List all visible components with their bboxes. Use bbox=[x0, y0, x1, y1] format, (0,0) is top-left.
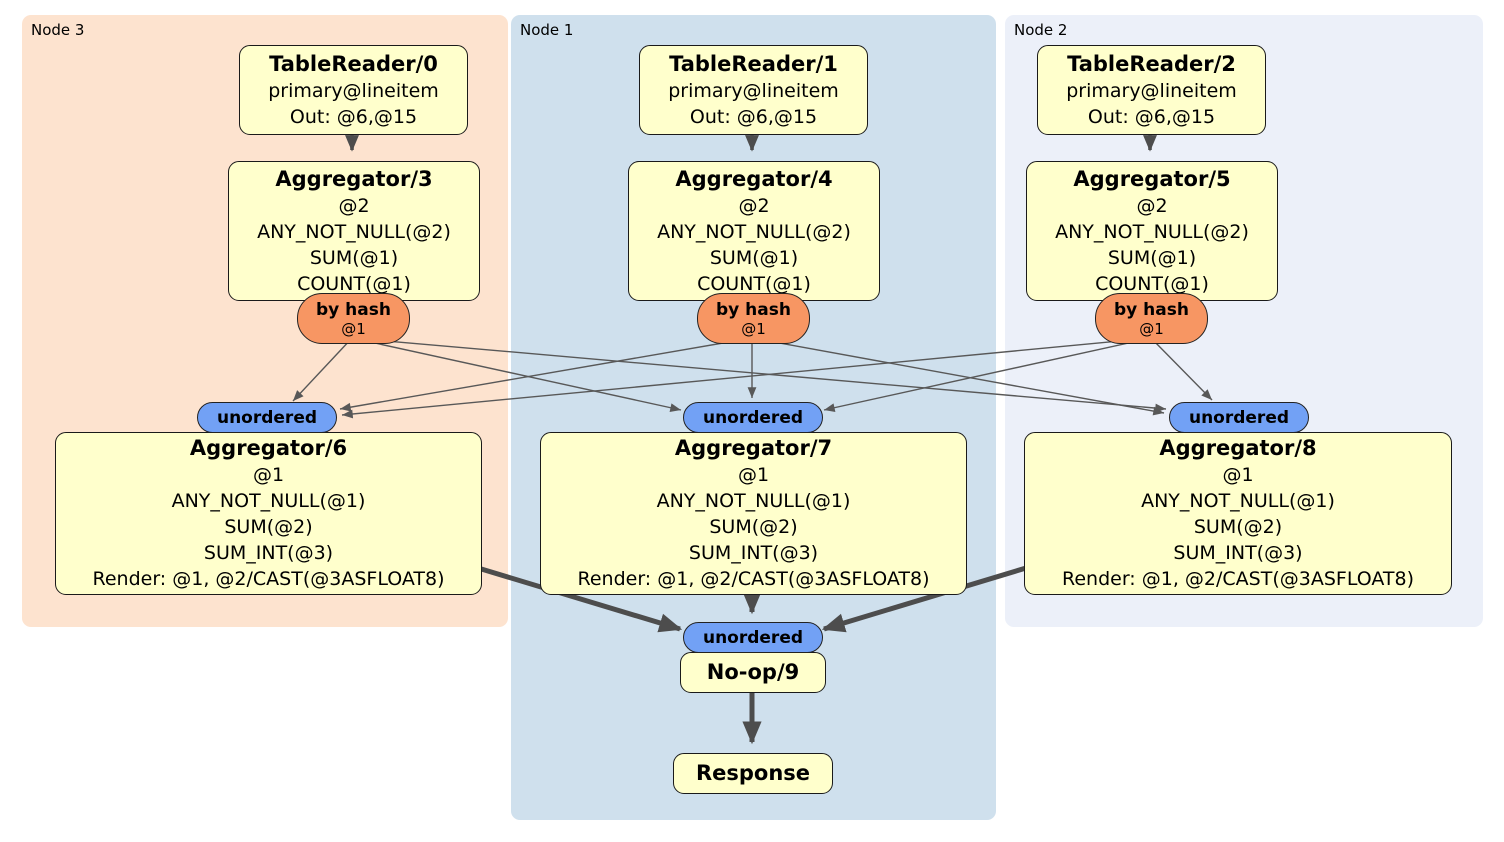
processor-detail: SUM(@2) bbox=[1193, 516, 1283, 538]
processor-aggregator-5: Aggregator/5 @2 ANY_NOT_NULL(@2) SUM(@1)… bbox=[1026, 161, 1278, 301]
processor-detail: @1 bbox=[737, 464, 770, 486]
processor-detail: primary@lineitem bbox=[668, 79, 839, 102]
processor-aggregator-3: Aggregator/3 @2 ANY_NOT_NULL(@2) SUM(@1)… bbox=[228, 161, 480, 301]
processor-title: TableReader/1 bbox=[669, 51, 838, 76]
processor-detail: Out: @6,@15 bbox=[1087, 105, 1216, 128]
processor-title: TableReader/0 bbox=[269, 51, 438, 76]
group-node-3-label: Node 3 bbox=[31, 21, 85, 39]
processor-detail: Render: @1, @2/CAST(@3ASFLOAT8) bbox=[92, 568, 445, 590]
processor-detail: Out: @6,@15 bbox=[689, 105, 818, 128]
edge-byhash5-unordered-left bbox=[341, 337, 1152, 419]
processor-detail: Render: @1, @2/CAST(@3ASFLOAT8) bbox=[577, 568, 930, 590]
processor-detail: SUM(@2) bbox=[224, 516, 313, 538]
processor-detail: Out: @6,@15 bbox=[289, 105, 418, 128]
sync-label: unordered bbox=[216, 407, 318, 428]
sync-unordered-right: unordered bbox=[1169, 402, 1309, 433]
processor-detail: ANY_NOT_NULL(@1) bbox=[1141, 490, 1335, 512]
processor-detail: SUM_INT(@3) bbox=[203, 542, 334, 564]
processor-detail: @1 bbox=[1222, 464, 1254, 486]
processor-detail: SUM(@1) bbox=[309, 246, 399, 269]
processor-detail: SUM(@1) bbox=[1107, 246, 1197, 269]
router-by-hash-left: by hash @1 bbox=[297, 293, 410, 344]
processor-detail: primary@lineitem bbox=[1066, 79, 1237, 102]
processor-detail: @2 bbox=[338, 194, 370, 217]
processor-detail: SUM(@2) bbox=[709, 516, 798, 538]
processor-title: Aggregator/8 bbox=[1159, 436, 1317, 460]
sync-unordered-final: unordered bbox=[683, 622, 823, 653]
edge-aggregator8-unordered-final bbox=[821, 565, 1027, 633]
hash-mesh-edges bbox=[292, 337, 1213, 419]
group-node-1-label: Node 1 bbox=[520, 21, 574, 39]
processor-title: Aggregator/3 bbox=[275, 166, 433, 191]
sync-unordered-left: unordered bbox=[197, 402, 337, 433]
router-detail: @1 bbox=[1139, 319, 1164, 338]
processor-detail: COUNT(@1) bbox=[297, 272, 411, 295]
edge-byhash4-unordered-left bbox=[339, 337, 753, 412]
processor-detail: ANY_NOT_NULL(@1) bbox=[171, 490, 366, 512]
sync-unordered-center: unordered bbox=[683, 402, 823, 433]
processor-title: Aggregator/7 bbox=[674, 436, 833, 460]
processor-aggregator-8: Aggregator/8 @1 ANY_NOT_NULL(@1) SUM(@2)… bbox=[1024, 432, 1452, 595]
edge-byhash3-unordered-center bbox=[351, 337, 682, 413]
edge-byhash5-unordered-center bbox=[823, 337, 1152, 413]
processor-aggregator-4: Aggregator/4 @2 ANY_NOT_NULL(@2) SUM(@1)… bbox=[628, 161, 880, 301]
processor-detail: ANY_NOT_NULL(@2) bbox=[657, 220, 851, 243]
processor-title: Aggregator/5 bbox=[1073, 166, 1231, 191]
processor-tablereader-0: TableReader/0 primary@lineitem Out: @6,@… bbox=[239, 45, 468, 135]
processor-detail: SUM_INT(@3) bbox=[688, 542, 819, 564]
processor-detail: COUNT(@1) bbox=[1095, 272, 1209, 295]
processor-aggregator-6: Aggregator/6 @1 ANY_NOT_NULL(@1) SUM(@2)… bbox=[55, 432, 482, 595]
processor-title: Aggregator/4 bbox=[675, 166, 833, 191]
router-by-hash-center: by hash @1 bbox=[697, 293, 810, 344]
processor-detail: ANY_NOT_NULL(@2) bbox=[257, 220, 451, 243]
router-label: by hash bbox=[316, 299, 391, 320]
processor-detail: ANY_NOT_NULL(@2) bbox=[1055, 220, 1249, 243]
sync-label: unordered bbox=[702, 407, 804, 428]
processor-noop-9: No-op/9 bbox=[680, 652, 826, 693]
group-node-2-label: Node 2 bbox=[1014, 21, 1068, 39]
processor-title: No-op/9 bbox=[706, 660, 800, 684]
sync-label: unordered bbox=[1188, 407, 1290, 428]
edge-byhash3-unordered-right bbox=[351, 337, 1167, 413]
processor-detail: SUM_INT(@3) bbox=[1173, 542, 1303, 564]
processor-detail: @1 bbox=[252, 464, 285, 486]
processor-detail: primary@lineitem bbox=[268, 79, 439, 102]
processor-detail: SUM(@1) bbox=[709, 246, 799, 269]
processor-response: Response bbox=[673, 753, 833, 794]
router-detail: @1 bbox=[341, 319, 366, 338]
edge-aggregator6-unordered-final bbox=[477, 565, 683, 633]
thick-edges bbox=[345, 135, 1157, 745]
processor-detail: COUNT(@1) bbox=[697, 272, 811, 295]
router-label: by hash bbox=[1114, 299, 1189, 320]
router-by-hash-right: by hash @1 bbox=[1095, 293, 1208, 344]
processor-title: Aggregator/6 bbox=[189, 436, 348, 460]
processor-title: Response bbox=[695, 761, 811, 785]
processor-title: TableReader/2 bbox=[1067, 51, 1236, 76]
processor-detail: @2 bbox=[738, 194, 770, 217]
processor-aggregator-7: Aggregator/7 @1 ANY_NOT_NULL(@1) SUM(@2)… bbox=[540, 432, 967, 595]
edge-byhash5-unordered-right bbox=[1150, 337, 1213, 401]
processor-tablereader-1: TableReader/1 primary@lineitem Out: @6,@… bbox=[639, 45, 868, 135]
processor-detail: ANY_NOT_NULL(@1) bbox=[656, 490, 851, 512]
sync-label: unordered bbox=[702, 627, 804, 648]
router-detail: @1 bbox=[741, 319, 766, 338]
processor-detail: @2 bbox=[1136, 194, 1168, 217]
processor-detail: Render: @1, @2/CAST(@3ASFLOAT8) bbox=[1062, 568, 1414, 590]
edge-byhash4-unordered-right bbox=[751, 337, 1165, 416]
processor-tablereader-2: TableReader/2 primary@lineitem Out: @6,@… bbox=[1037, 45, 1266, 135]
router-label: by hash bbox=[716, 299, 791, 320]
edge-byhash3-unordered-left bbox=[292, 337, 353, 402]
